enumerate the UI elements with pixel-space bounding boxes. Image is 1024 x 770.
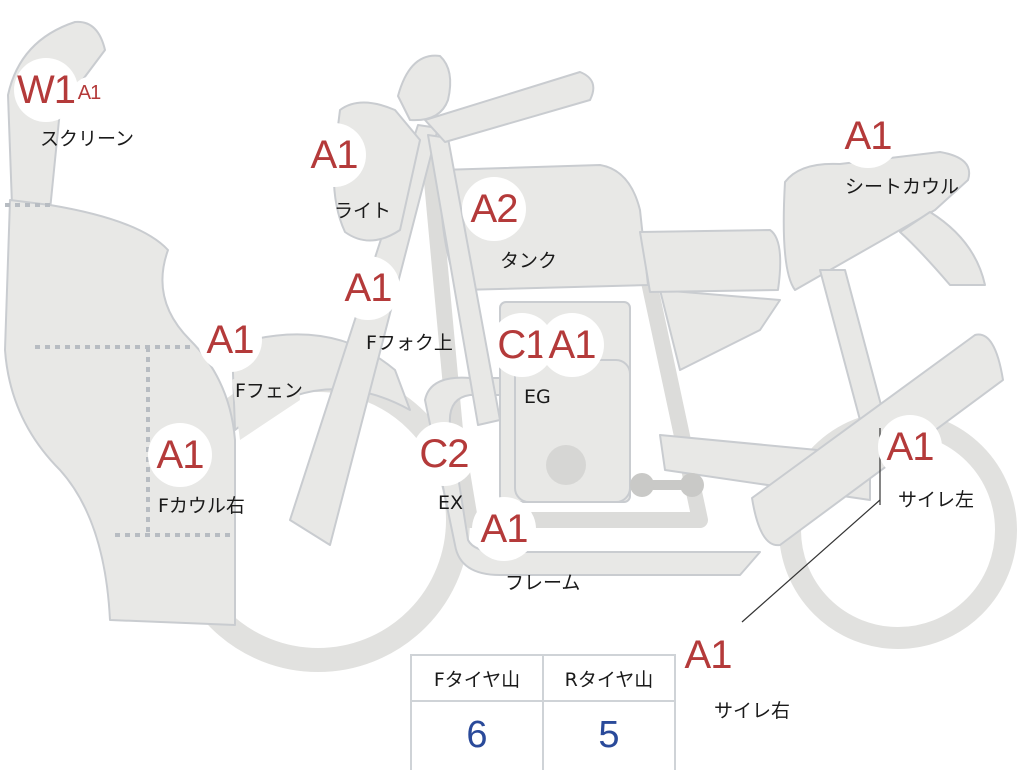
tank-label: タンク	[500, 250, 558, 272]
muffler-right-grade-badge: A1	[676, 623, 740, 687]
rear-tire-value: 5	[598, 713, 620, 756]
ffender-label: Fフェン	[235, 380, 303, 402]
ffork-label: Fフォク上	[366, 332, 453, 354]
front-tire-value: 6	[466, 713, 488, 756]
exhaust-pipe	[424, 376, 761, 576]
ffender-grade-badge: A1	[198, 308, 262, 372]
light-grade-badge: A1	[302, 123, 366, 187]
exhaust-grade-badge: C2	[412, 422, 476, 486]
seat	[639, 229, 782, 293]
fcowl-label: Fカウル右	[158, 495, 245, 517]
muffler-left-grade-badge: A1	[878, 415, 942, 479]
muffler-right-label: サイレ右	[714, 700, 791, 722]
muffler-left-label: サイレ左	[898, 489, 975, 511]
rear-tire-header: Rタイヤ山	[564, 668, 654, 691]
cowl-separators	[5, 203, 235, 537]
side-panel	[659, 289, 781, 371]
engine-grade2-badge: A1	[540, 313, 604, 377]
frame-grade-badge: A1	[472, 497, 536, 561]
tank-grade-badge: A2	[462, 177, 526, 241]
seatcowl-grade-badge: A1	[836, 104, 900, 168]
light-label: ライト	[334, 200, 392, 222]
mirror	[397, 54, 452, 122]
exhaust-label: EX	[438, 492, 464, 514]
screen-grade-badge: W1	[14, 58, 78, 122]
fcowl-grade-badge: A1	[148, 423, 212, 487]
engine-label: EG	[524, 386, 551, 408]
tire-tread-table: Fタイヤ山 Rタイヤ山 6 5	[410, 654, 676, 770]
screen-label: スクリーン	[40, 128, 135, 150]
front-cowl	[4, 199, 236, 626]
engine-grade-badge: C1	[490, 313, 554, 377]
screen-grade2-badge: A1	[73, 77, 105, 109]
seat-cowl	[782, 151, 971, 291]
muffler	[751, 333, 1004, 547]
ffork-grade-badge: A1	[336, 256, 400, 320]
front-tire-header: Fタイヤ山	[433, 668, 521, 691]
handlebar	[424, 71, 595, 143]
engine-cover	[546, 445, 586, 485]
seatcowl-label: シートカウル	[845, 176, 960, 198]
frame-label: フレーム	[505, 572, 581, 594]
